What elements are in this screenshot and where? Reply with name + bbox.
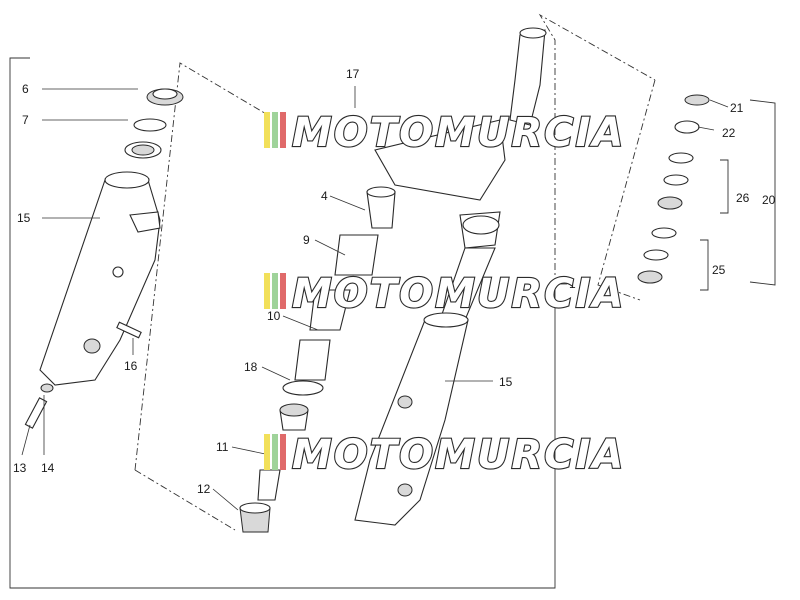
callout-16: 15 <box>17 211 31 225</box>
watermark-text: MOTOMURCIA <box>292 432 625 478</box>
callout-18: 17 <box>346 67 360 81</box>
leader-lines <box>21 86 729 511</box>
callout-15: 15 <box>499 375 513 389</box>
bearing-stack <box>637 94 710 284</box>
screws <box>24 321 142 429</box>
watermark-text: MOTOMURCIA <box>292 110 625 156</box>
center-parts <box>239 186 396 533</box>
callout-7: 7 <box>22 113 29 127</box>
callout-17: 16 <box>124 359 138 373</box>
fork-leg-right <box>354 247 496 526</box>
fork-leg-left <box>39 171 161 386</box>
callout-6: 6 <box>22 82 29 96</box>
callout-25: 25 <box>712 263 726 277</box>
assembly-frame <box>9 13 776 589</box>
watermark-2: MOTOMURCIA <box>264 270 625 318</box>
callout-4: 4 <box>321 189 328 203</box>
watermark-text: MOTOMURCIA <box>292 271 625 317</box>
callout-22: 21 <box>730 101 744 115</box>
callout-21: 20 <box>762 193 776 207</box>
callout-1: 1 <box>569 277 576 291</box>
callout-12: 12 <box>197 482 211 496</box>
callout-14: 14 <box>41 461 55 475</box>
watermark-3: MOTOMURCIA <box>264 431 625 479</box>
watermark-1: MOTOMURCIA <box>264 109 625 157</box>
callout-9: 9 <box>303 233 310 247</box>
callout-26: 26 <box>736 191 750 205</box>
callout-20: 18 <box>244 360 258 374</box>
seal-parts <box>124 88 184 159</box>
callout-11: 11 <box>216 440 229 454</box>
callout-23: 22 <box>722 126 736 140</box>
steering-crown <box>374 27 547 249</box>
callout-13: 13 <box>13 461 27 475</box>
callout-10: 10 <box>267 309 281 323</box>
callout-labels: 6 7 15 16 13 14 17 4 9 10 18 11 12 15 1 … <box>13 67 776 496</box>
